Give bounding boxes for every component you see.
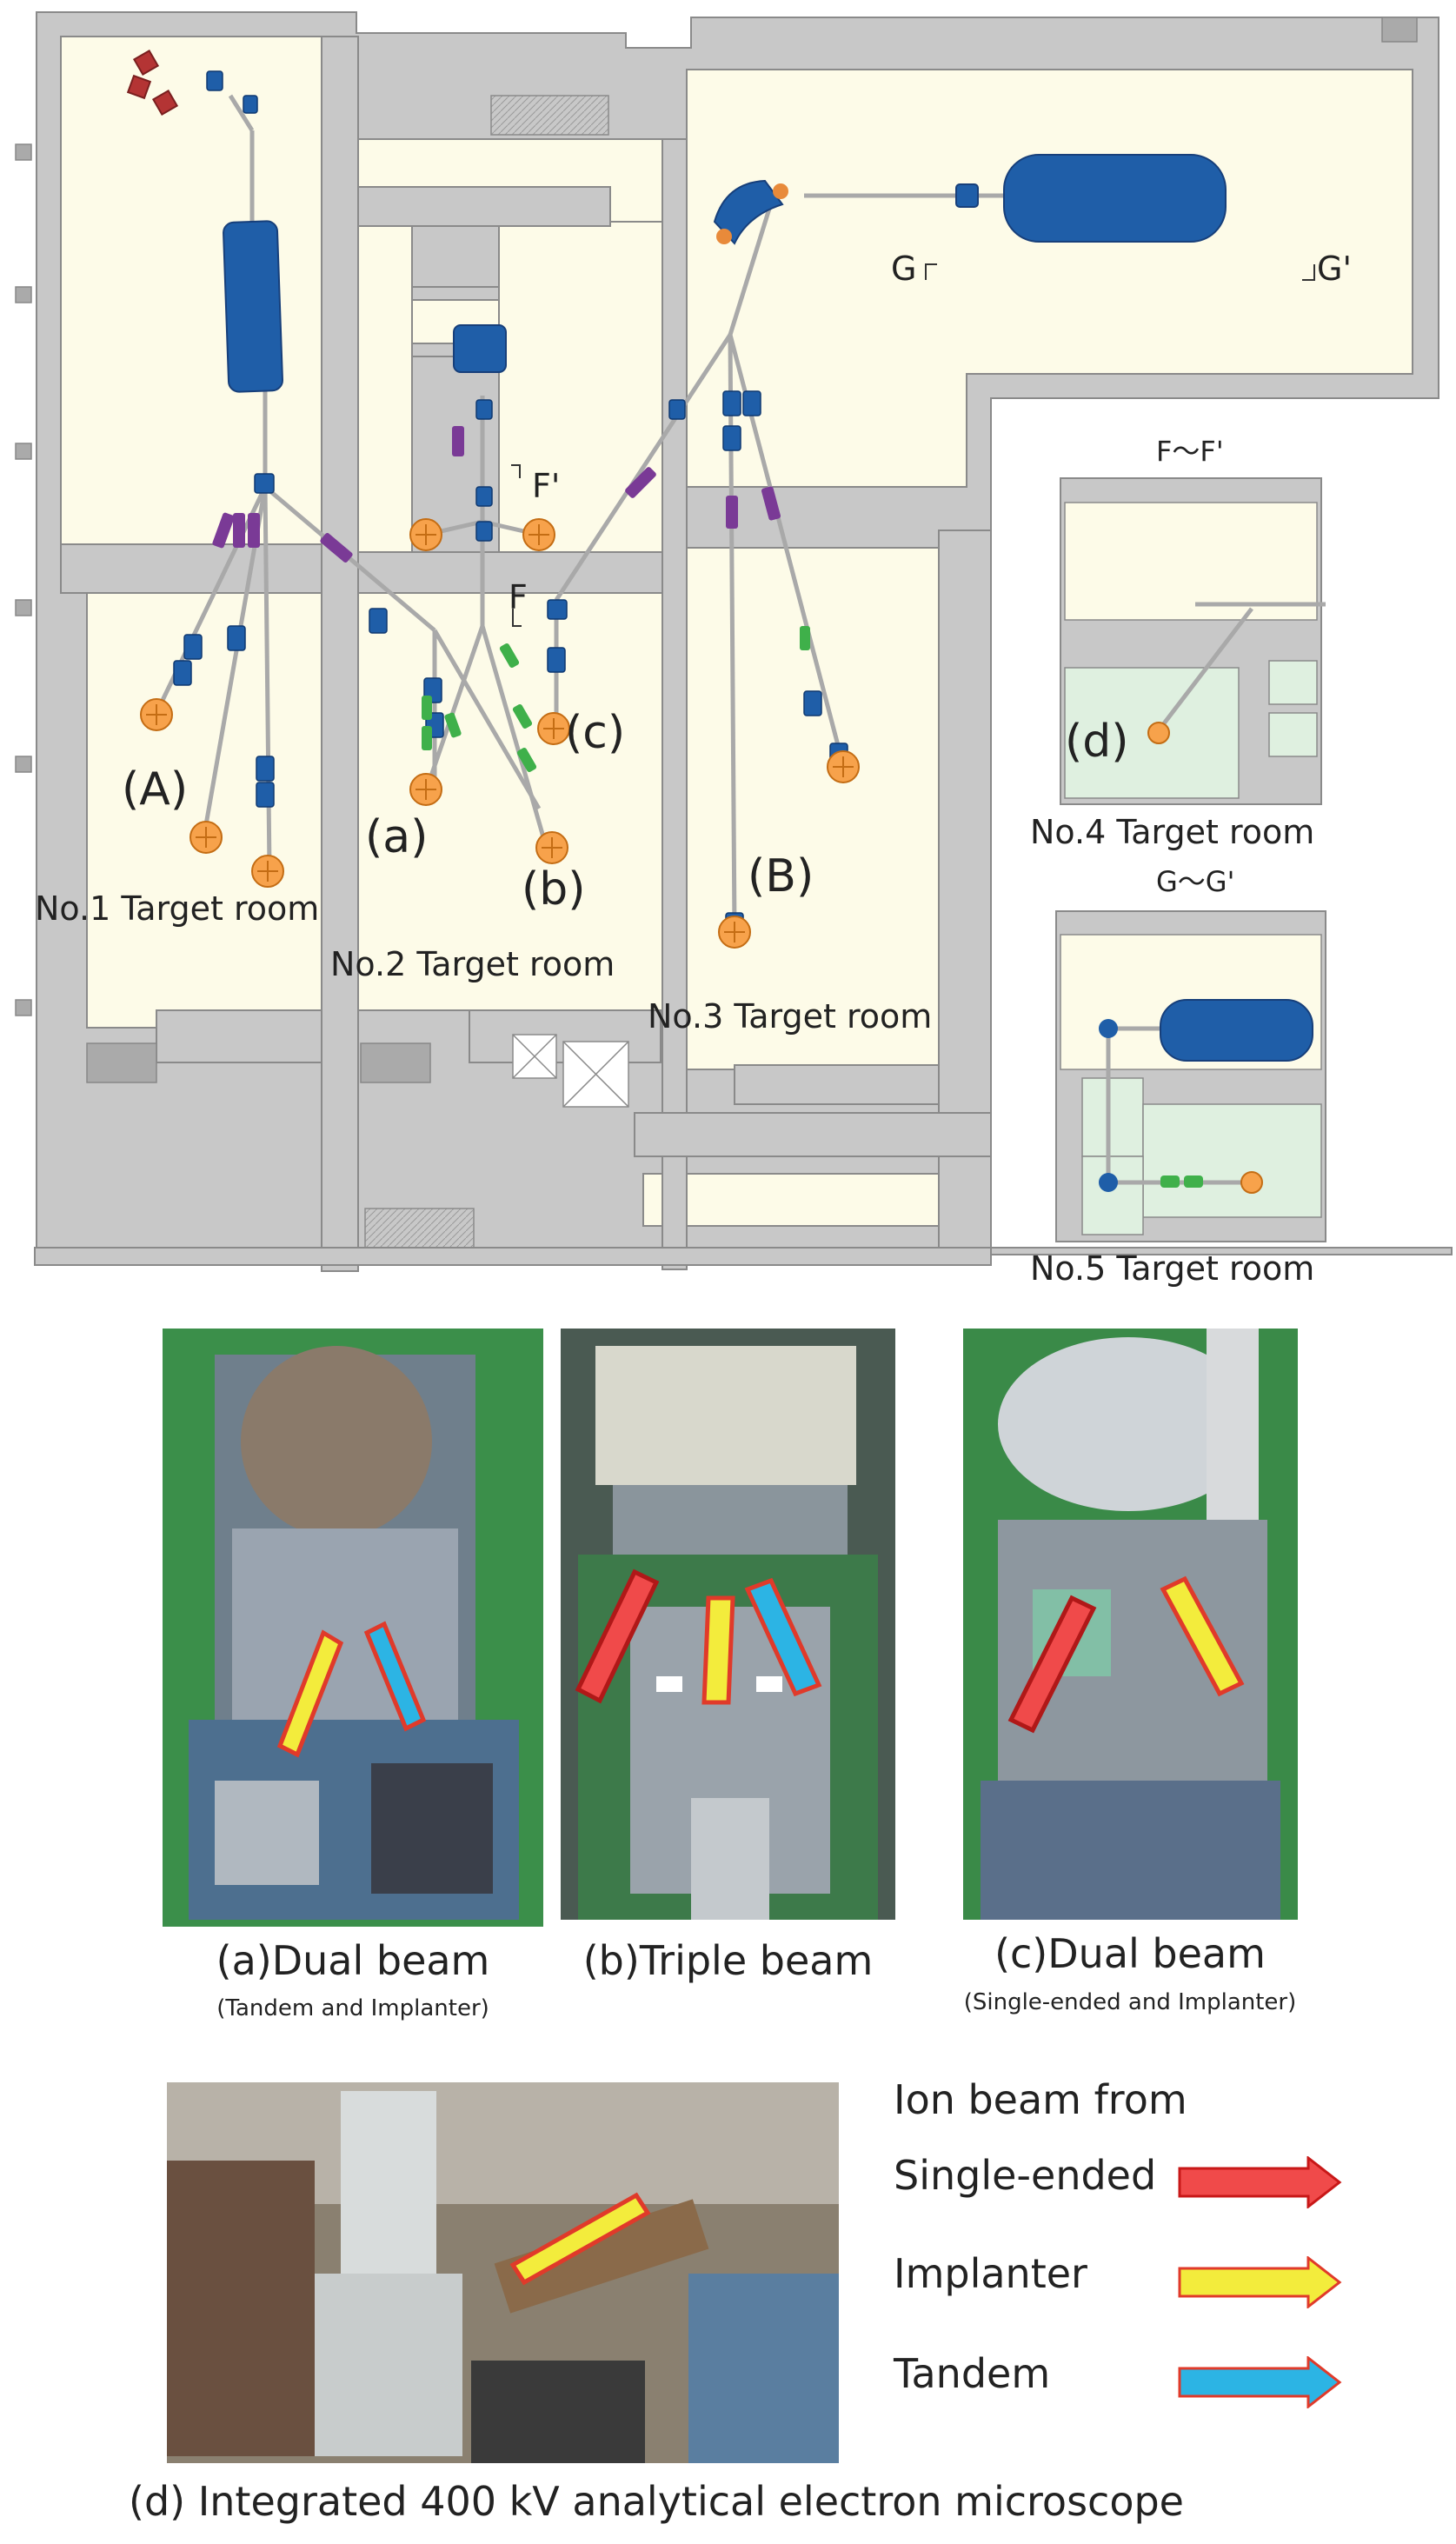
- ion-source-icon: [126, 49, 179, 117]
- legend-item-single-ended: Single-ended: [894, 2152, 1157, 2199]
- photo-b-caption: (b)Triple beam: [582, 1937, 874, 1984]
- section-ff-title: F～F': [1156, 435, 1224, 468]
- label-F: F: [509, 578, 528, 616]
- single-ended-arrow-icon: [1178, 2156, 1342, 2208]
- legend-item-implanter: Implanter: [894, 2250, 1087, 2297]
- beamline-nodes: [173, 70, 848, 938]
- floor-plan: (A) (a) (b) (c) (B) (d) F F' G G' No.1 T…: [15, 11, 1453, 1288]
- legend-title: Ion beam from: [894, 2076, 1187, 2123]
- label-c: (c): [565, 707, 625, 759]
- implanter-arrow-icon: [1178, 2256, 1342, 2308]
- photo-a: [163, 1329, 543, 1927]
- interior-walls: [60, 36, 992, 1272]
- photo-c-caption: (c)Dual beam: [994, 1930, 1266, 1977]
- section-ff-inset: [1060, 477, 1326, 805]
- plan-labels: (A) (a) (b) (c) (B) (d) F F' G G' No.1 T…: [35, 250, 1352, 1288]
- label-F-prime: F': [532, 467, 560, 505]
- photo-a-subcaption: (Tandem and Implanter): [216, 1995, 489, 2021]
- green-components: [422, 626, 810, 773]
- room-no1: No.1 Target room: [35, 889, 319, 928]
- room-floors: [60, 36, 1413, 1227]
- room-no2: No.2 Target room: [330, 945, 615, 983]
- bend-ends: [716, 183, 788, 244]
- target-cross-marks: [146, 524, 854, 942]
- room-no3: No.3 Target room: [648, 997, 932, 1036]
- photo-a-caption: (a)Dual beam: [216, 1937, 490, 1984]
- label-d: (d): [1065, 716, 1129, 768]
- purple-components: [212, 426, 1234, 660]
- target-chambers: [140, 518, 860, 949]
- label-a: (a): [365, 811, 428, 863]
- section-gg-title: G～G': [1156, 865, 1234, 898]
- section-gg-inset: [1055, 910, 1326, 1242]
- photo-c: [963, 1329, 1298, 1920]
- photo-d: [167, 2082, 839, 2463]
- photo-d-caption: (d) Integrated 400 kV analytical electro…: [129, 2478, 1184, 2525]
- accelerators: [223, 154, 1227, 393]
- section-markers: [511, 263, 1315, 627]
- photo-c-subcaption: (Single-ended and Implanter): [963, 1989, 1297, 2015]
- bottom-strip: [34, 1247, 1453, 1266]
- label-G: G: [891, 250, 916, 288]
- column-markers: [15, 17, 1418, 1083]
- label-G-prime: G': [1317, 250, 1352, 288]
- label-B: (B): [748, 850, 814, 902]
- room-no4: No.4 Target room: [1030, 813, 1314, 851]
- photo-b: [561, 1329, 895, 1920]
- label-A: (A): [122, 763, 188, 816]
- legend-item-tandem: Tandem: [894, 2350, 1051, 2397]
- label-b: (b): [522, 863, 586, 916]
- room-no5: No.5 Target room: [1030, 1249, 1314, 1288]
- stairs: [364, 95, 629, 1249]
- tandem-arrow-icon: [1178, 2356, 1342, 2408]
